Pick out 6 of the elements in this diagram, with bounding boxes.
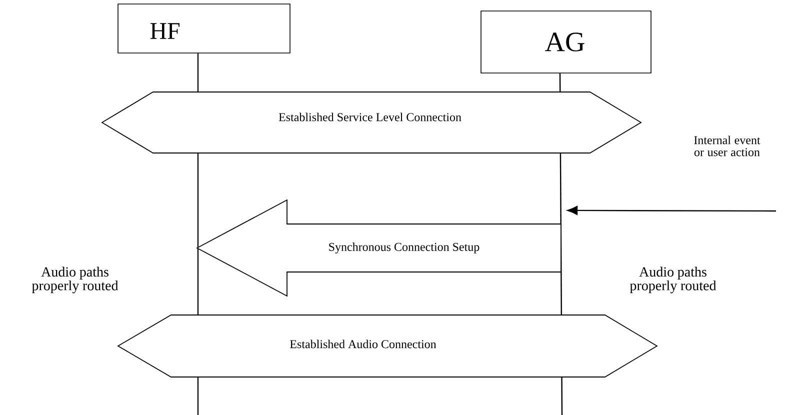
note-text: Audio paths properly routed <box>32 266 118 294</box>
participant-box: AG <box>480 10 652 74</box>
note-text: Audio paths properly routed <box>630 266 716 294</box>
participant-box: HF <box>118 4 290 54</box>
arrow <box>567 206 776 215</box>
note-text: Internal event or user action <box>694 136 760 156</box>
